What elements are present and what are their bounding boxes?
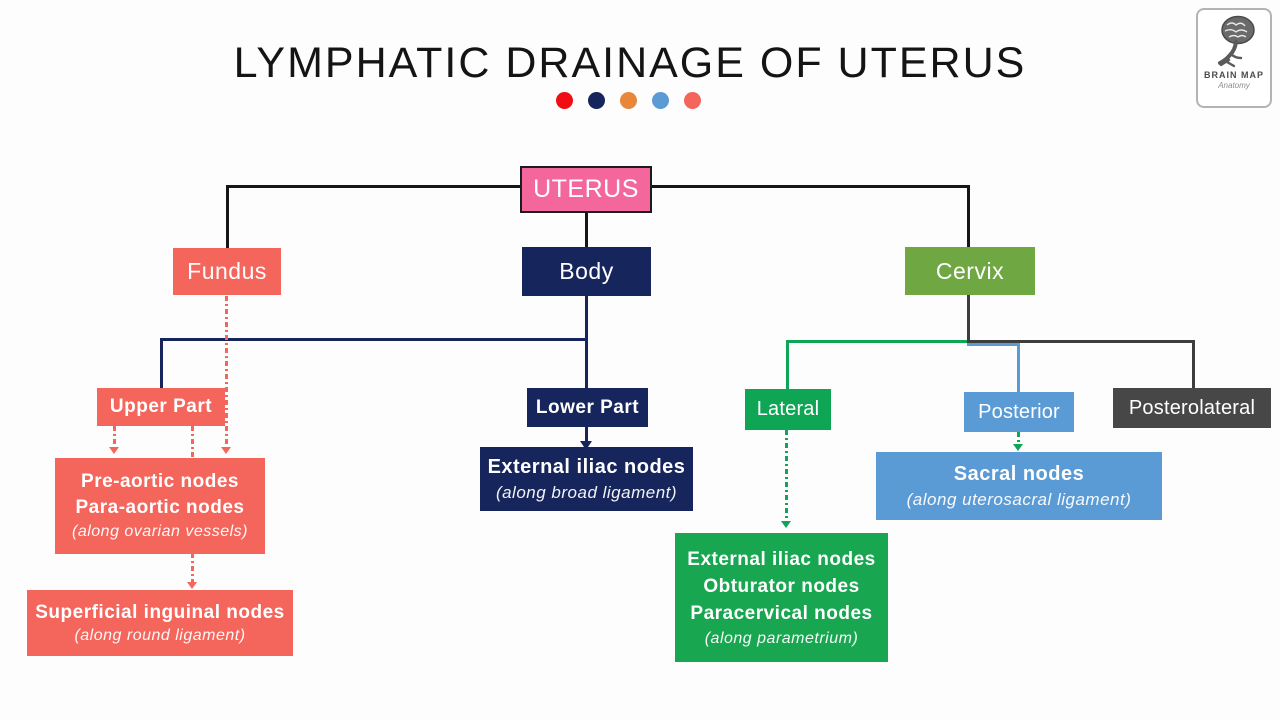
node-lateral: Lateral bbox=[745, 389, 831, 430]
node-note: (along ovarian vessels) bbox=[71, 523, 249, 540]
arrow-posterior-to-sacral bbox=[1017, 432, 1020, 445]
node-sacral: Sacral nodes (along uterosacral ligament… bbox=[876, 452, 1162, 520]
page-title: LYMPHATIC DRAINAGE OF UTERUS bbox=[233, 39, 1027, 87]
node-line: Paracervical nodes bbox=[690, 602, 873, 624]
node-note: (along round ligament) bbox=[74, 626, 246, 644]
node-lateral-drainage: External iliac nodes Obturator nodes Par… bbox=[675, 533, 888, 662]
node-note: (along parametrium) bbox=[704, 629, 859, 647]
node-superficial-inguinal: Superficial inguinal nodes (along round … bbox=[27, 590, 293, 656]
connector-uterus-fundus bbox=[226, 185, 229, 249]
dot-orange bbox=[620, 92, 637, 109]
connector-body-upperpart bbox=[160, 338, 163, 388]
title-underline-dots bbox=[556, 92, 701, 109]
node-label: Body bbox=[559, 258, 614, 284]
connector-uterus-body bbox=[585, 211, 588, 248]
connector-uterus-cervix bbox=[967, 185, 970, 248]
arrowhead bbox=[109, 447, 119, 454]
arrowhead bbox=[221, 447, 231, 454]
line-upperpart-to-aortic-nodes bbox=[191, 426, 194, 458]
node-line: Superficial inguinal nodes bbox=[35, 601, 285, 623]
arrow-fundus-to-aortic-nodes bbox=[225, 296, 228, 447]
node-external-iliac: External iliac nodes (along broad ligame… bbox=[480, 447, 693, 511]
connector-cervix-lateral bbox=[786, 340, 789, 389]
logo-title: BRAIN MAP bbox=[1204, 70, 1264, 80]
node-label: UTERUS bbox=[533, 175, 639, 203]
arrow-upperpart-to-aortic-nodes bbox=[113, 426, 116, 447]
node-label: Posterior bbox=[978, 400, 1060, 423]
connector-cervix-posterolateral-horizontal bbox=[967, 340, 1195, 343]
node-lower-part: Lower Part bbox=[527, 388, 648, 427]
node-line: External iliac nodes bbox=[687, 548, 876, 570]
arrow-aortic-to-inguinal-nodes bbox=[191, 553, 194, 582]
dot-salmon bbox=[684, 92, 701, 109]
node-label: Cervix bbox=[935, 257, 1005, 284]
node-line: Obturator nodes bbox=[703, 575, 860, 597]
node-line: Sacral nodes bbox=[953, 462, 1085, 485]
connector-body-lowerpart bbox=[585, 296, 588, 388]
node-posterolateral: Posterolateral bbox=[1113, 388, 1271, 428]
node-label: Fundus bbox=[187, 258, 267, 284]
connector-cervix-posterolateral bbox=[1192, 340, 1195, 388]
node-posterior: Posterior bbox=[964, 392, 1074, 432]
connector-cervix-stem bbox=[967, 295, 970, 342]
node-body: Body bbox=[522, 247, 651, 296]
connector-body-horizontal bbox=[160, 338, 588, 341]
arrowhead bbox=[1013, 444, 1023, 451]
connector-cervix-lateral-horizontal bbox=[786, 340, 970, 343]
node-fundus: Fundus bbox=[173, 248, 281, 295]
node-label: Lower Part bbox=[535, 396, 640, 418]
node-fundus-drainage: Pre-aortic nodes Para-aortic nodes (alon… bbox=[55, 458, 265, 554]
connector-cervix-posterior-horizontal bbox=[967, 343, 1020, 346]
node-note: (along broad ligament) bbox=[495, 483, 678, 502]
node-label: Upper Part bbox=[109, 396, 213, 417]
node-line: External iliac nodes bbox=[487, 456, 686, 478]
node-uterus: UTERUS bbox=[520, 166, 652, 213]
node-cervix: Cervix bbox=[905, 247, 1035, 295]
node-label: Posterolateral bbox=[1128, 396, 1256, 419]
node-note: (along uterosacral ligament) bbox=[906, 489, 1132, 509]
dot-red bbox=[556, 92, 573, 109]
node-line: Para-aortic nodes bbox=[75, 497, 245, 518]
arrowhead bbox=[781, 521, 791, 528]
dot-navy bbox=[588, 92, 605, 109]
node-label: Lateral bbox=[756, 398, 820, 420]
arrowhead bbox=[187, 582, 197, 589]
node-upper-part: Upper Part bbox=[97, 388, 225, 426]
brand-logo: BRAIN MAP Anatomy bbox=[1196, 8, 1272, 108]
dot-blue bbox=[652, 92, 669, 109]
node-line: Pre-aortic nodes bbox=[81, 471, 239, 492]
arrowhead bbox=[580, 441, 592, 450]
brain-tree-icon bbox=[1218, 15, 1255, 68]
arrow-lowerpart-to-external-iliac bbox=[585, 427, 588, 442]
logo-subtitle: Anatomy bbox=[1218, 81, 1250, 90]
connector-cervix-posterior bbox=[1017, 343, 1020, 392]
arrow-lateral-to-nodes bbox=[785, 430, 788, 521]
